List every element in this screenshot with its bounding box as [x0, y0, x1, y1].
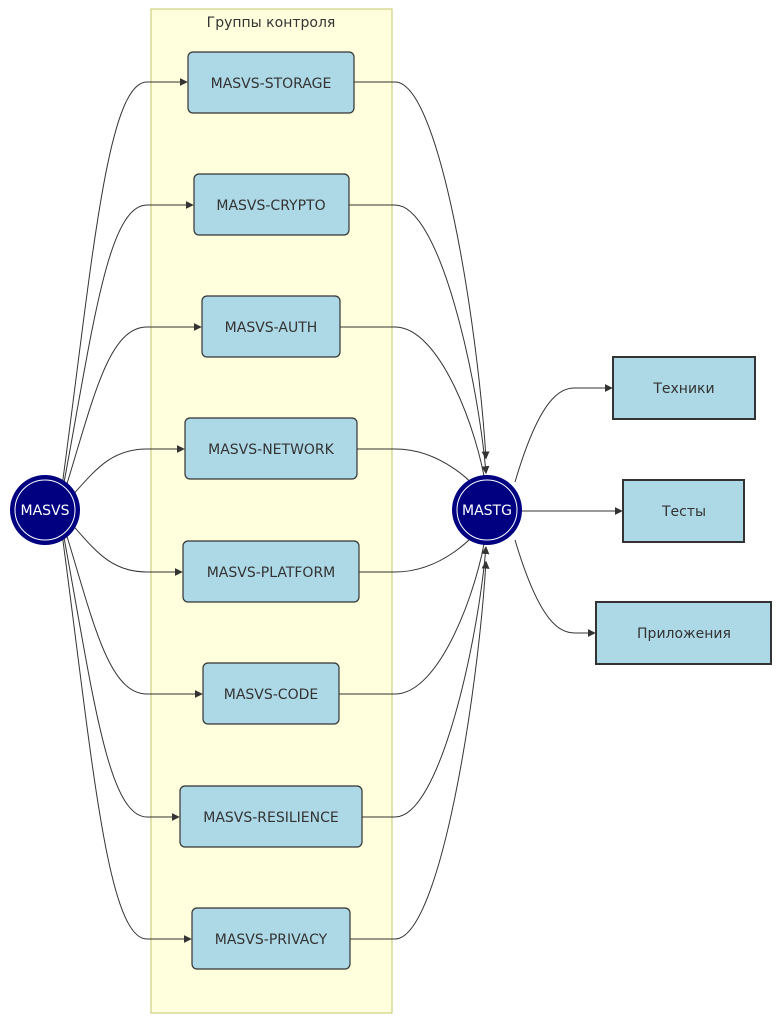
- output-node-techniques[interactable]: Техники: [612, 356, 756, 420]
- edge-resilience-to-mastg: [362, 546, 490, 818]
- edge-mastg-to-techniques: [514, 384, 613, 483]
- mastg-node[interactable]: MASTG: [452, 475, 522, 545]
- control-node-auth[interactable]: MASVS-AUTH: [201, 295, 341, 358]
- edge-masvs-to-auth: [61, 323, 202, 501]
- control-node-crypto[interactable]: MASVS-CRYPTO: [193, 173, 350, 236]
- edge-masvs-to-crypto: [61, 201, 194, 494]
- control-node-platform[interactable]: MASVS-PLATFORM: [182, 540, 360, 603]
- masvs-node[interactable]: MASVS: [10, 475, 80, 545]
- edge-masvs-to-privacy: [61, 533, 192, 943]
- control-label-resilience: MASVS-RESILIENCE: [203, 810, 339, 826]
- output-node-apps[interactable]: Приложения: [595, 601, 772, 665]
- edge-masvs-to-resilience: [61, 526, 180, 821]
- mastg-label: MASTG: [462, 503, 512, 519]
- control-node-privacy[interactable]: MASVS-PRIVACY: [191, 907, 351, 970]
- edge-privacy-to-mastg: [350, 560, 490, 940]
- control-label-platform: MASVS-PLATFORM: [207, 565, 336, 581]
- control-groups-title: Группы контроля: [207, 15, 336, 31]
- control-node-resilience[interactable]: MASVS-RESILIENCE: [179, 785, 363, 848]
- output-label-apps: Приложения: [637, 626, 731, 642]
- control-label-code: MASVS-CODE: [224, 687, 318, 703]
- masvs-label: MASVS: [20, 503, 69, 519]
- control-label-network: MASVS-NETWORK: [208, 442, 335, 458]
- control-label-storage: MASVS-STORAGE: [211, 76, 332, 92]
- edge-mastg-to-apps: [514, 539, 596, 637]
- control-groups-background: [150, 8, 393, 1014]
- output-label-techniques: Техники: [652, 381, 714, 397]
- control-groups-cluster: Группы контроля: [150, 8, 393, 1014]
- edge-storage-to-mastg: [354, 81, 490, 460]
- control-label-crypto: MASVS-CRYPTO: [216, 198, 325, 214]
- output-label-tests: Тесты: [661, 504, 706, 520]
- control-label-privacy: MASVS-PRIVACY: [215, 932, 328, 948]
- control-label-auth: MASVS-AUTH: [225, 320, 318, 336]
- edge-auth-to-mastg: [340, 326, 489, 489]
- edge-code-to-mastg: [339, 531, 489, 695]
- edge-crypto-to-mastg: [349, 204, 490, 475]
- control-node-code[interactable]: MASVS-CODE: [202, 662, 340, 725]
- edge-masvs-to-storage: [61, 78, 188, 487]
- edge-masvs-to-code: [61, 519, 203, 698]
- control-node-storage[interactable]: MASVS-STORAGE: [187, 51, 355, 114]
- edges: [61, 78, 623, 943]
- output-node-tests[interactable]: Тесты: [622, 479, 745, 543]
- control-node-network[interactable]: MASVS-NETWORK: [184, 417, 358, 480]
